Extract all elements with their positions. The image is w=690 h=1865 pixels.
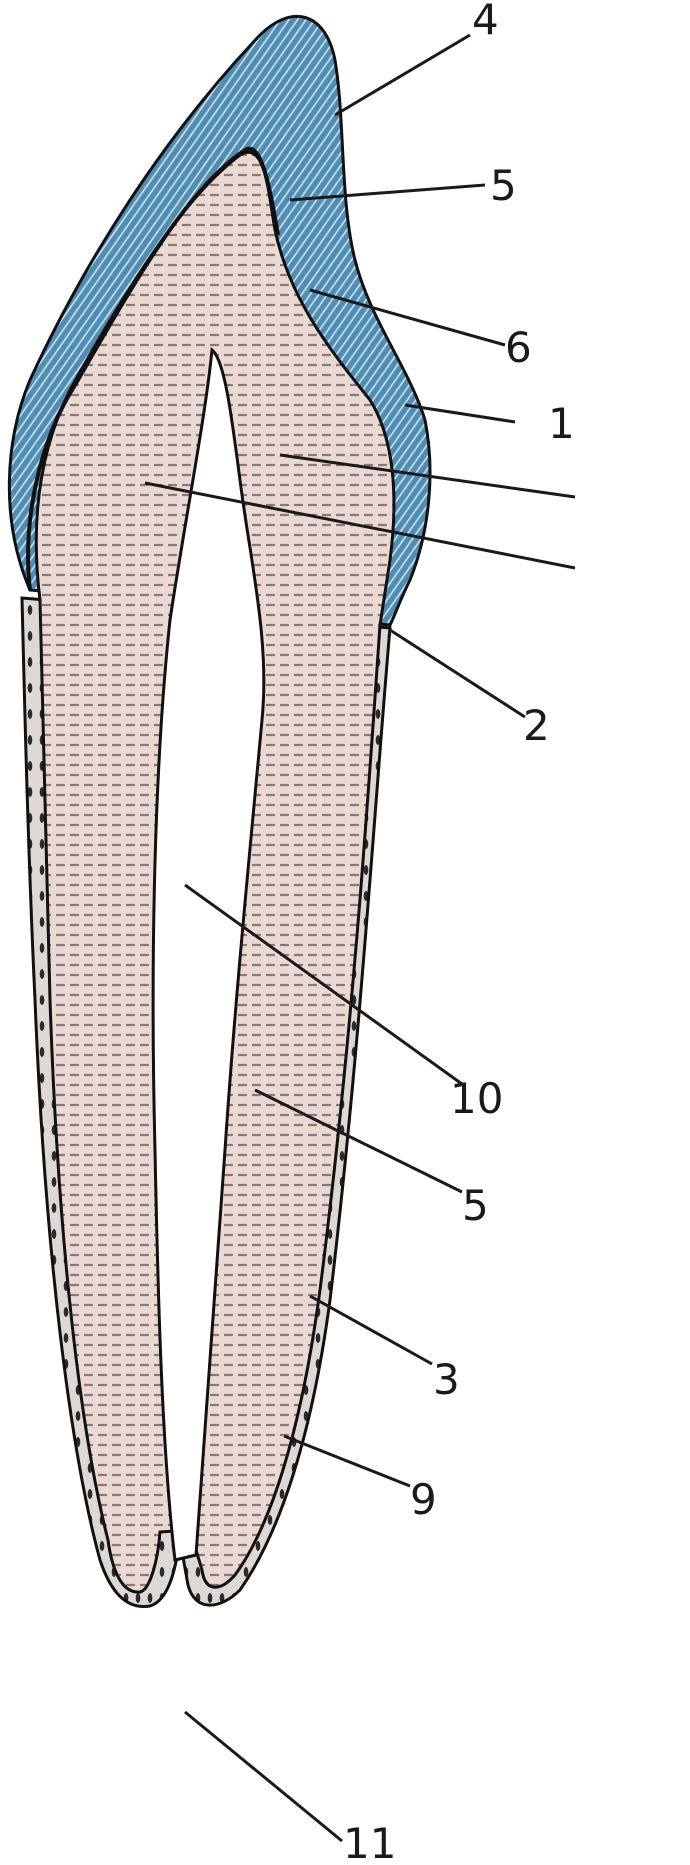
label-1: 1 [548, 399, 575, 448]
label-5b: 5 [462, 1181, 489, 1230]
labels: 4 5 6 1 2 10 5 3 9 11 [343, 0, 575, 1865]
label-3: 3 [433, 1355, 460, 1404]
label-10: 10 [450, 1074, 503, 1123]
leader-4 [335, 35, 470, 115]
leader-11 [185, 1712, 342, 1841]
label-5a: 5 [490, 161, 517, 210]
leader-3 [310, 1296, 432, 1364]
label-4: 4 [472, 0, 499, 44]
label-2: 2 [523, 701, 550, 750]
leader-2 [390, 630, 525, 717]
label-6: 6 [505, 323, 532, 372]
label-11: 11 [343, 1819, 396, 1865]
label-9: 9 [410, 1475, 437, 1524]
leader-9 [284, 1436, 410, 1486]
